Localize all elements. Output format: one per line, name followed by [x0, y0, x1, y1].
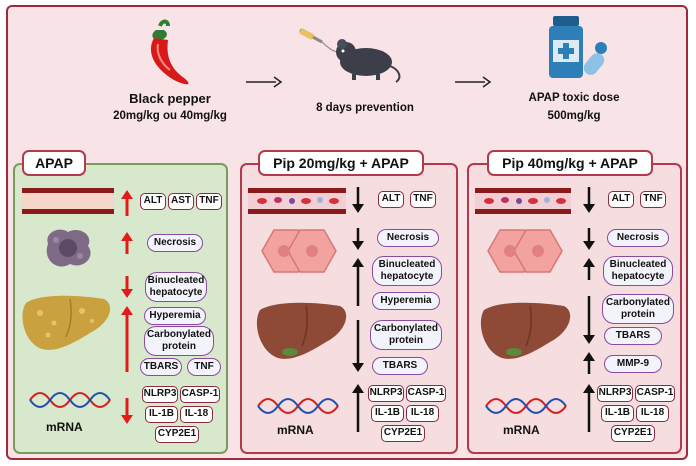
pill-mmp9: MMP-9	[604, 355, 662, 373]
drug-bottle-icon	[549, 16, 607, 78]
tag-il1b: IL-1B	[145, 406, 178, 423]
tag-casp1: CASP-1	[635, 385, 675, 402]
hepatocyte-cells-icon	[487, 229, 563, 273]
pill-hyperemia: Hyperemia	[144, 307, 206, 325]
pill-tbars: TBARS	[604, 327, 662, 345]
mrna-label: mRNA	[46, 420, 83, 434]
tag-tnf: TNF	[196, 193, 222, 210]
tag-tnf: TNF	[410, 191, 436, 208]
pill-tbars: TBARS	[372, 357, 428, 375]
blood-vessel-icon	[22, 188, 114, 214]
arrow-up-icon	[121, 190, 133, 216]
tag-cyp2e1: CYP2E1	[155, 426, 199, 443]
tag-alt: ALT	[378, 191, 404, 208]
tag-cyp2e1: CYP2E1	[611, 425, 655, 442]
arrow-down-icon	[352, 187, 364, 213]
pepper-dose: 20mg/kg ou 40mg/kg	[113, 110, 227, 122]
tag-nlrp3: NLRP3	[597, 385, 633, 402]
pill-carbonylated: Carbonylated protein	[370, 320, 442, 350]
arrow-down-icon	[121, 398, 133, 424]
arrow-up-icon	[583, 384, 595, 432]
pill-hyperemia: Hyperemia	[372, 292, 440, 310]
pill-binucleated: Binucleated hepatocyte	[603, 256, 673, 286]
pill-carbonylated: Carbonylated protein	[144, 326, 214, 356]
arrow-icon	[455, 76, 492, 88]
mrna-label: mRNA	[503, 423, 540, 437]
tag-alt: ALT	[140, 193, 166, 210]
arrow-icon	[246, 76, 283, 88]
arrow-up-icon	[352, 384, 364, 432]
pepper-label: Black pepper	[129, 91, 211, 106]
arrow-up-icon	[583, 352, 595, 374]
prevention-label: 8 days prevention	[316, 102, 414, 114]
pill-carbonylated: Carbonylated protein	[602, 294, 674, 324]
apap-label: APAP toxic dose	[528, 92, 620, 104]
healthy-liver-icon	[480, 302, 571, 359]
panel-apap-title: APAP	[22, 150, 86, 176]
tag-casp1: CASP-1	[406, 385, 446, 402]
pepper-icon	[150, 19, 189, 85]
fatty-liver-icon	[22, 295, 111, 350]
pill-necrosis: Necrosis	[607, 229, 669, 247]
tag-nlrp3: NLRP3	[368, 385, 404, 402]
tag-cyp2e1: CYP2E1	[381, 425, 425, 442]
panel-pip40-title: Pip 40mg/kg + APAP	[487, 150, 653, 176]
tag-il1b: IL-1B	[371, 405, 404, 422]
healthy-liver-icon	[256, 302, 347, 359]
dna-icon	[485, 398, 567, 414]
tag-casp1: CASP-1	[180, 386, 220, 403]
pill-necrosis: Necrosis	[377, 229, 439, 247]
hepatocyte-cells-icon	[261, 229, 337, 273]
arrow-up-icon	[352, 258, 364, 306]
apap-dose: 500mg/kg	[547, 110, 601, 122]
tag-tnf: TNF	[640, 191, 666, 208]
arrow-down-icon	[583, 228, 595, 250]
gavage-mouse-icon	[299, 28, 401, 83]
mrna-label: mRNA	[277, 423, 314, 437]
arrow-down-icon	[583, 296, 595, 344]
arrow-down-icon	[121, 276, 133, 298]
arrow-down-icon	[583, 187, 595, 213]
tag-ast: AST	[168, 193, 194, 210]
panel-pip20-title: Pip 20mg/kg + APAP	[258, 150, 424, 176]
pill-binucleated: Binucleated hepatocyte	[372, 256, 442, 286]
arrow-up-icon	[121, 232, 133, 254]
tag-alt: ALT	[608, 191, 634, 208]
arrow-up-icon	[583, 258, 595, 280]
tag-nlrp3: NLRP3	[142, 386, 178, 403]
arrow-down-icon	[352, 320, 364, 372]
tag-il1b: IL-1B	[601, 405, 634, 422]
tag-il18: IL-18	[636, 405, 669, 422]
tag-il18: IL-18	[406, 405, 439, 422]
dna-icon	[29, 392, 111, 408]
arrow-down-icon	[352, 228, 364, 250]
pill-necrosis: Necrosis	[147, 234, 203, 252]
pill-tnf: TNF	[187, 358, 221, 376]
pill-tbars: TBARS	[140, 358, 182, 376]
dna-icon	[257, 398, 339, 414]
necrotic-cell-icon	[46, 229, 91, 267]
blood-vessel-icon	[475, 188, 571, 214]
pill-binucleated: Binucleated hepatocyte	[145, 272, 207, 302]
arrow-up-icon	[121, 306, 133, 372]
blood-vessel-icon	[248, 188, 346, 214]
tag-il18: IL-18	[180, 406, 213, 423]
